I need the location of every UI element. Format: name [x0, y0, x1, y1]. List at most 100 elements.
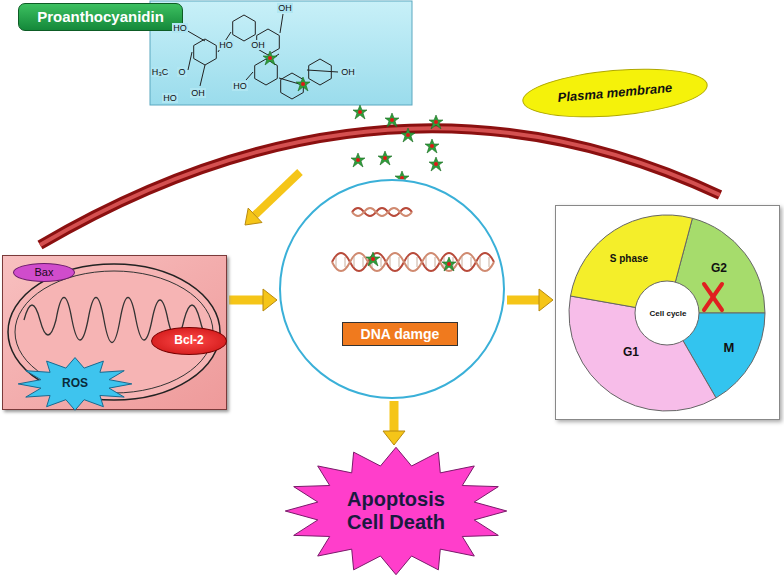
node-text: OH [277, 3, 293, 13]
illustration-part [704, 284, 722, 310]
mitochondria-panel [2, 255, 227, 410]
node-text: HO [232, 81, 248, 91]
benzene-ring [309, 59, 332, 85]
node-text: OH [340, 67, 356, 77]
illustration-part [429, 157, 443, 171]
illustration-part [332, 253, 494, 271]
cell-cycle-pie [569, 215, 765, 411]
dna-rung [480, 257, 481, 267]
binding-star [296, 77, 310, 91]
star-shape [285, 447, 506, 574]
node-text: DNA damge [361, 326, 440, 342]
molecule-bonds [186, 14, 338, 86]
protein-ellipse: Bcl-2 [151, 327, 227, 355]
dna-rungs [336, 257, 489, 267]
benzene-ring [233, 15, 256, 41]
dna-rung [489, 257, 490, 267]
illustration-part [425, 139, 439, 153]
dna-rung [390, 257, 391, 267]
arrow-shaft [390, 401, 399, 433]
benzene-ring [194, 39, 217, 65]
damage-label: DNA damge [342, 322, 458, 346]
node-text: M [724, 341, 735, 356]
node-text: Cell cycle [650, 309, 687, 318]
title-box: Proanthocyanidin [18, 3, 183, 31]
arrowhead [383, 431, 405, 445]
cell-cycle-ground [555, 205, 780, 420]
dna-rung [408, 257, 409, 267]
illustration-part [246, 72, 253, 80]
dna-rung [336, 257, 337, 267]
illustration-part [352, 208, 412, 216]
node-text: ROS [62, 377, 88, 391]
node-text: Proanthocyanidin [37, 8, 164, 25]
node-text: Apoptosis Cell Death [337, 488, 455, 534]
star-shape [18, 358, 132, 411]
membrane-label: Plasma membrane [520, 62, 709, 124]
node-text: Bcl-2 [174, 334, 203, 348]
cell-cycle-box: S phaseG2Cell cycleG1 M [555, 205, 780, 420]
binding-star [366, 252, 380, 266]
illustration-part [332, 253, 494, 271]
mitochondria-box: BaxBcl-2ROS [2, 255, 227, 410]
illustration-part [200, 65, 205, 86]
illustration-part [378, 151, 392, 165]
illustration-part [307, 70, 338, 72]
illustration-part [351, 153, 365, 167]
molecule-stars [351, 105, 443, 185]
node-text: HO [172, 23, 188, 33]
node-text: HO [218, 40, 234, 50]
structure-panel [150, 1, 412, 105]
structure-box: OH HO HO OH H₃C O OH HO OH HO [150, 1, 412, 105]
arrowhead [539, 289, 553, 311]
node-text: OH [190, 88, 206, 98]
arrow-shaft [229, 296, 265, 305]
node-text: G2 [711, 262, 727, 276]
dna-rung [417, 257, 418, 267]
node-text: HO [162, 93, 178, 103]
dna-rung [462, 257, 463, 267]
dna-helix [332, 208, 494, 271]
node-text: O [177, 67, 186, 77]
node-text: OH [250, 40, 266, 50]
illustration-part [429, 115, 443, 129]
protein-ellipse: Bax [13, 263, 75, 282]
apoptosis-star: Apoptosis Cell Death [283, 446, 509, 576]
illustration-part [186, 30, 205, 41]
nucleus-ground [279, 179, 505, 399]
node-text: Bax [35, 266, 54, 279]
dna-rung [435, 257, 436, 267]
illustration-part [401, 128, 415, 142]
illustration-part [280, 14, 283, 33]
node-text: Plasma membrane [557, 81, 673, 106]
flow-arrow [507, 289, 553, 311]
flow-arrow [229, 289, 277, 311]
node-text: G1 [623, 346, 639, 360]
entry-arrowhead [245, 208, 262, 225]
arrowhead [263, 289, 277, 311]
illustration-part [635, 281, 699, 345]
node-text: H₃C [151, 67, 170, 77]
dna-rung [354, 257, 355, 267]
dna-rung [426, 257, 427, 267]
node-text: S phase [610, 253, 648, 265]
dna-rung [471, 257, 472, 267]
illustration-part [352, 208, 412, 216]
illustration-part [704, 284, 722, 310]
illustration-part [188, 52, 192, 70]
flow-arrow [383, 401, 405, 445]
arrest-cross [704, 284, 722, 310]
binding-star [263, 51, 277, 65]
dna-rung [363, 257, 364, 267]
binding-star [442, 257, 456, 271]
molecule-bonds [194, 15, 332, 99]
dna-rung [345, 257, 346, 267]
dna-rung [381, 257, 382, 267]
illustration-part [385, 113, 399, 127]
ros-star: ROS [17, 357, 133, 411]
nucleus-circle: DNA damge [279, 179, 505, 399]
dna-rung [399, 257, 400, 267]
entry-arrow [255, 172, 300, 215]
